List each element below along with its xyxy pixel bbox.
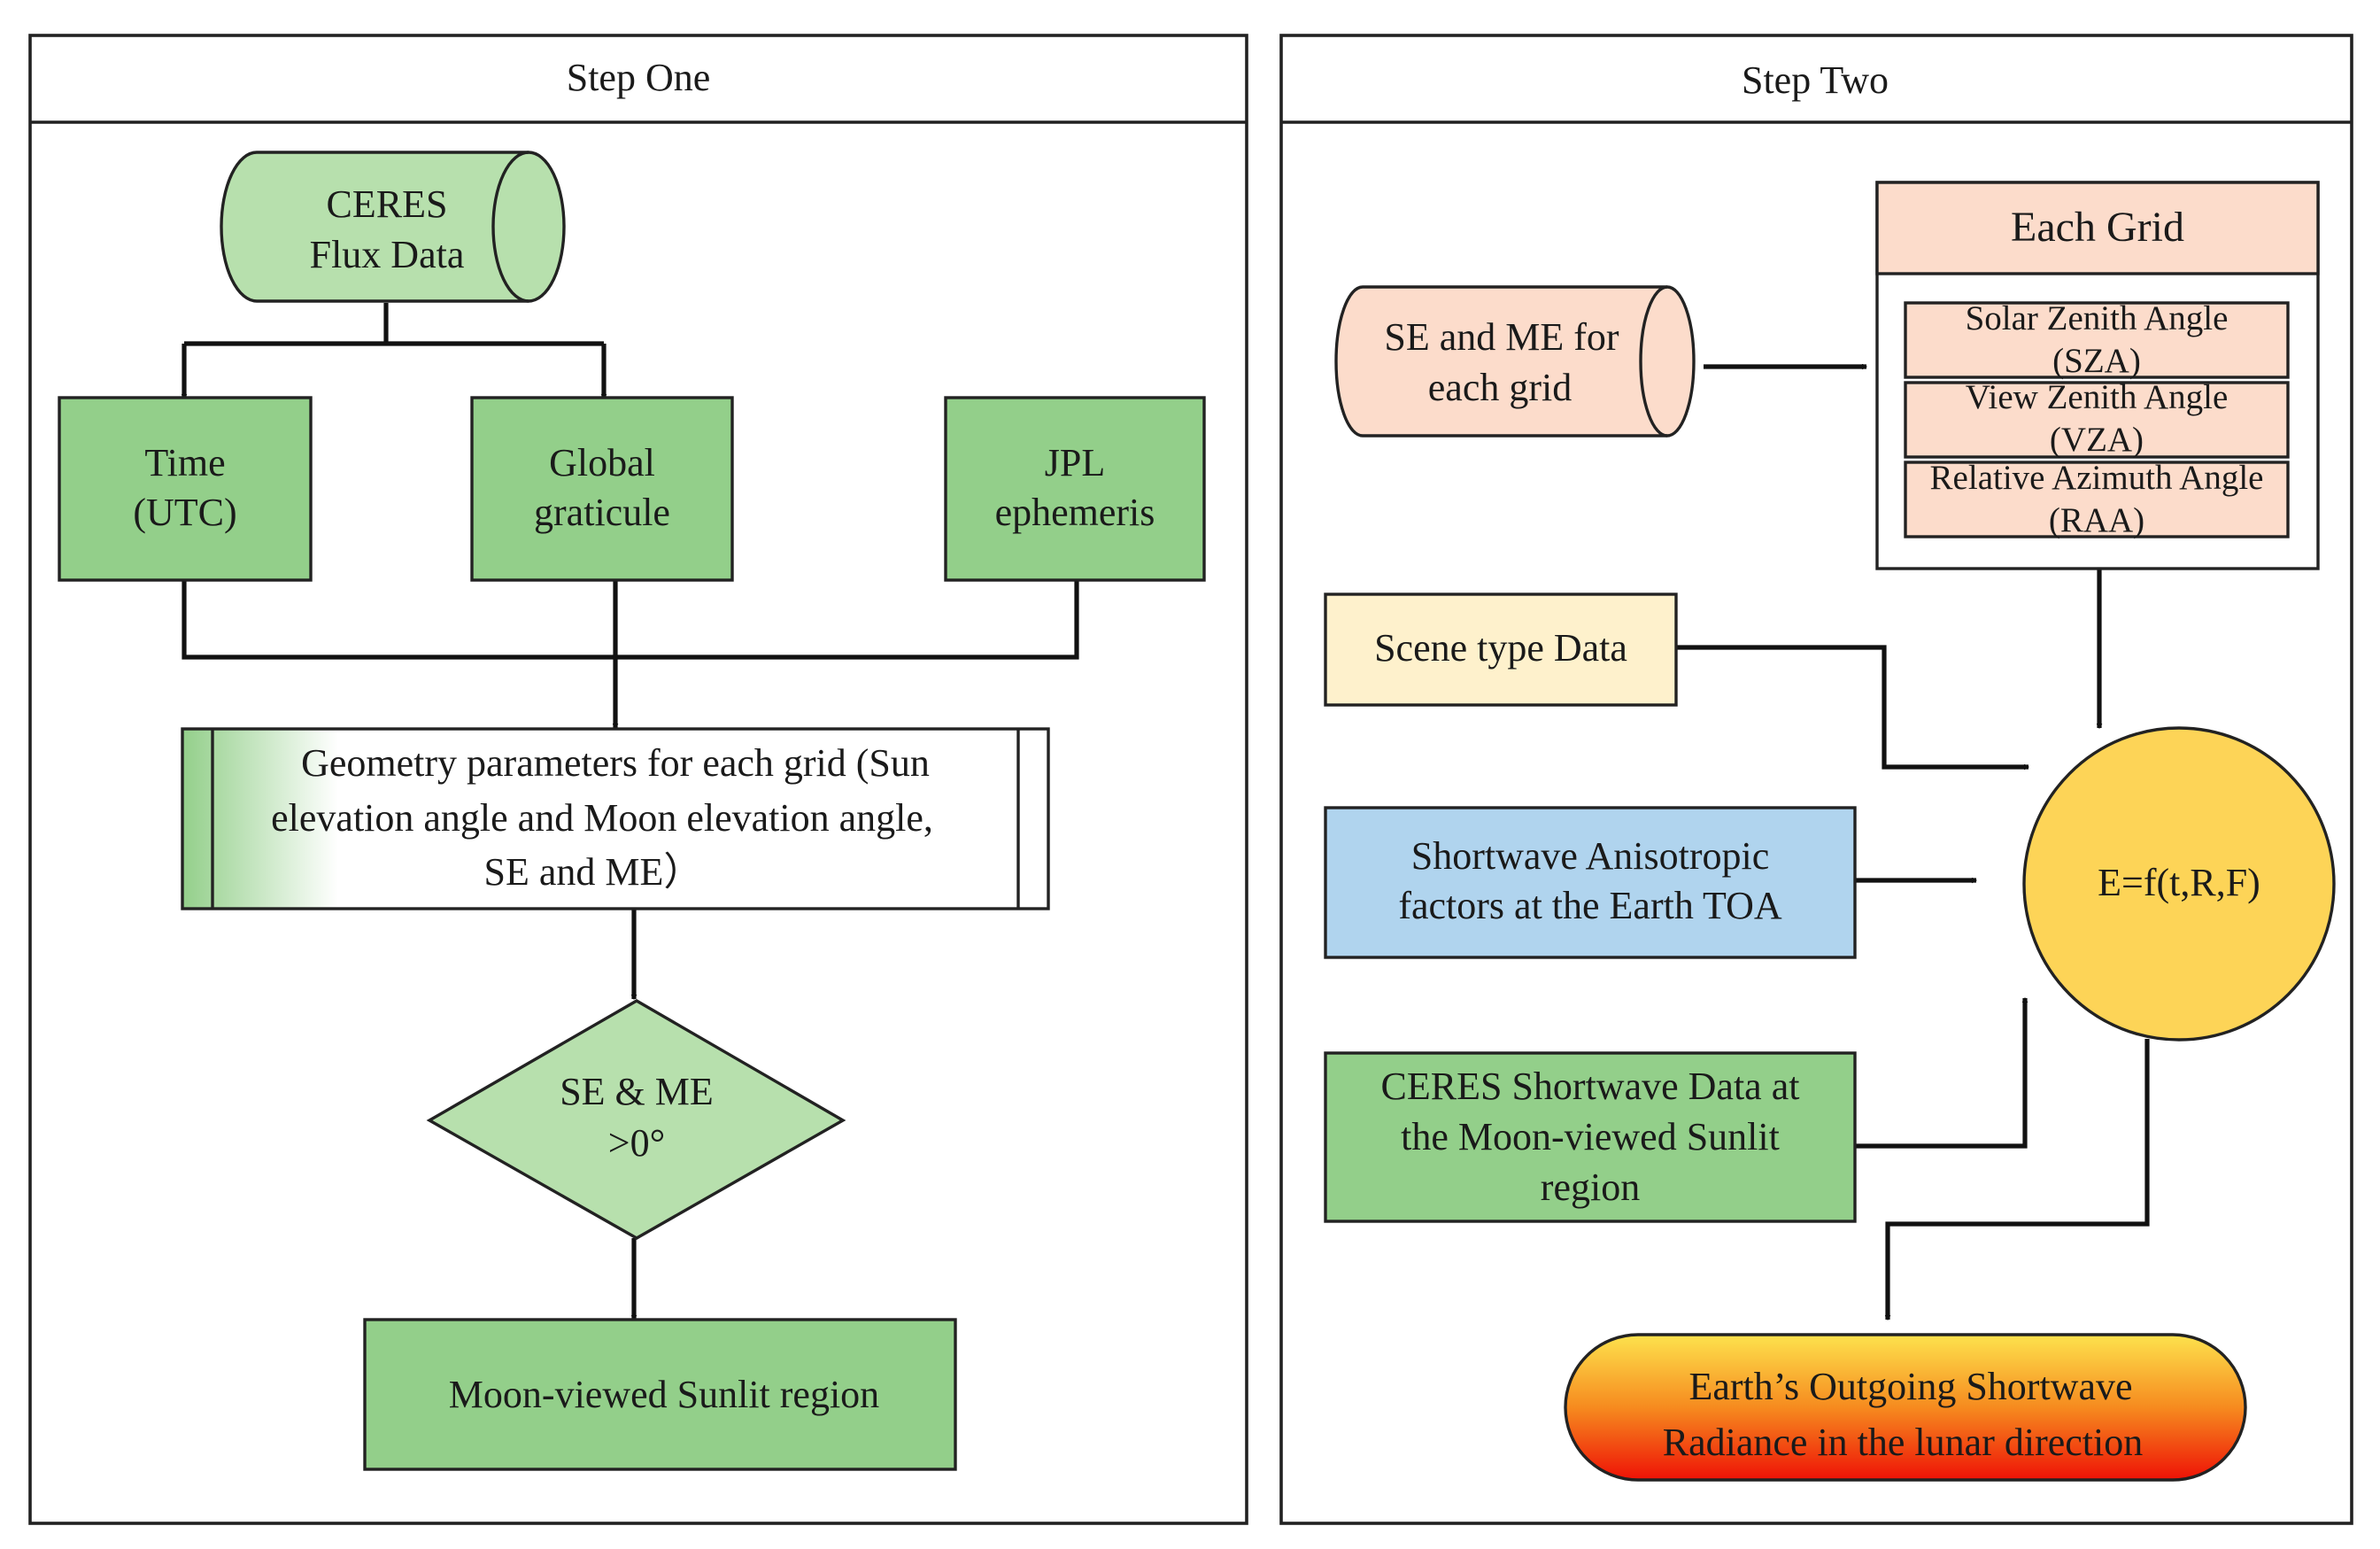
jpl-line-2: ephemeris [995, 491, 1155, 534]
ceres-sw-line-3: region [1541, 1166, 1640, 1209]
step-two-connectors [1675, 367, 2150, 1320]
raa-line-1: Relative Azimuth Angle [1930, 459, 2264, 497]
jpl-ephemeris-node: JPL ephemeris [944, 396, 1206, 582]
step-two-title: Step Two [1742, 58, 1889, 102]
output-line-1: Earth’s Outgoing Shortwave [1688, 1365, 2132, 1408]
time-utc-line-2: (UTC) [133, 491, 236, 534]
geometry-line-1: Geometry parameters for each grid (Sun [301, 741, 930, 785]
ceres-sw-line-2: the Moon-viewed Sunlit [1401, 1115, 1780, 1158]
step-one-connectors [184, 303, 1079, 1320]
anisotropic-line-1: Shortwave Anisotropic [1411, 834, 1770, 878]
se-me-line-1: SE and ME for [1384, 315, 1619, 359]
ceres-shortwave-node: CERES Shortwave Data at the Moon-viewed … [1324, 1051, 1857, 1223]
graticule-line-2: graticule [534, 491, 670, 534]
time-utc-node: Time (UTC) [58, 396, 313, 582]
jpl-line-1: JPL [1045, 441, 1105, 484]
sza-line-2: (SZA) [2052, 342, 2141, 380]
geometry-line-2: elevation angle and Moon elevation angle… [271, 796, 933, 840]
sunlit-label: Moon-viewed Sunlit region [449, 1373, 879, 1416]
ceres-flux-line-1: CERES [327, 182, 448, 226]
global-graticule-node: Global graticule [470, 396, 734, 582]
time-utc-line-1: Time [144, 441, 225, 484]
ceres-flux-data-node: CERES Flux Data [220, 151, 566, 303]
se-me-line-2: each grid [1428, 366, 1572, 409]
step-one-title: Step One [567, 56, 711, 99]
geometry-line-3: SE and ME） [484, 850, 703, 894]
each-grid-title: Each Grid [2011, 204, 2184, 251]
raa-line-2: (RAA) [2049, 501, 2144, 539]
ceres-flux-line-2: Flux Data [310, 233, 465, 276]
vza-line-2: (VZA) [2050, 421, 2144, 459]
graticule-line-1: Global [549, 441, 655, 484]
vza-item: View Zenith Angle (VZA) [1904, 378, 2290, 459]
decision-line-2: >0° [608, 1121, 665, 1165]
scene-type-node: Scene type Data [1324, 592, 1678, 707]
sza-line-1: Solar Zenith Angle [1966, 299, 2229, 337]
sza-item: Solar Zenith Angle (SZA) [1904, 299, 2290, 380]
se-me-decision-node: SE & ME >0° [426, 999, 846, 1240]
output-line-2: Radiance in the lunar direction [1663, 1421, 2143, 1464]
each-grid-node: Each Grid Solar Zenith Angle (SZA) View … [1875, 181, 2320, 570]
decision-line-1: SE & ME [560, 1070, 714, 1113]
scene-type-label: Scene type Data [1374, 626, 1627, 670]
geometry-parameters-node: Geometry parameters for each grid (Sun e… [181, 727, 1050, 910]
vza-line-1: View Zenith Angle [1966, 378, 2229, 416]
step-one-panel: Step One [28, 34, 1248, 1525]
se-me-grid-node: SE and ME for each grid [1334, 285, 1696, 438]
moon-viewed-sunlit-node: Moon-viewed Sunlit region [363, 1318, 957, 1471]
raa-item: Relative Azimuth Angle (RAA) [1904, 459, 2290, 539]
anisotropic-factors-node: Shortwave Anisotropic factors at the Ear… [1324, 806, 1857, 959]
formula-label: E=f(t,R,F) [2098, 861, 2260, 904]
outgoing-radiance-node: Earth’s Outgoing Shortwave Radiance in t… [1564, 1333, 2247, 1482]
anisotropic-line-2: factors at the Earth TOA [1398, 884, 1782, 927]
step-two-panel: Step Two [1279, 34, 2353, 1525]
formula-node: E=f(t,R,F) [2022, 726, 2336, 1042]
ceres-sw-line-1: CERES Shortwave Data at [1381, 1065, 1800, 1108]
